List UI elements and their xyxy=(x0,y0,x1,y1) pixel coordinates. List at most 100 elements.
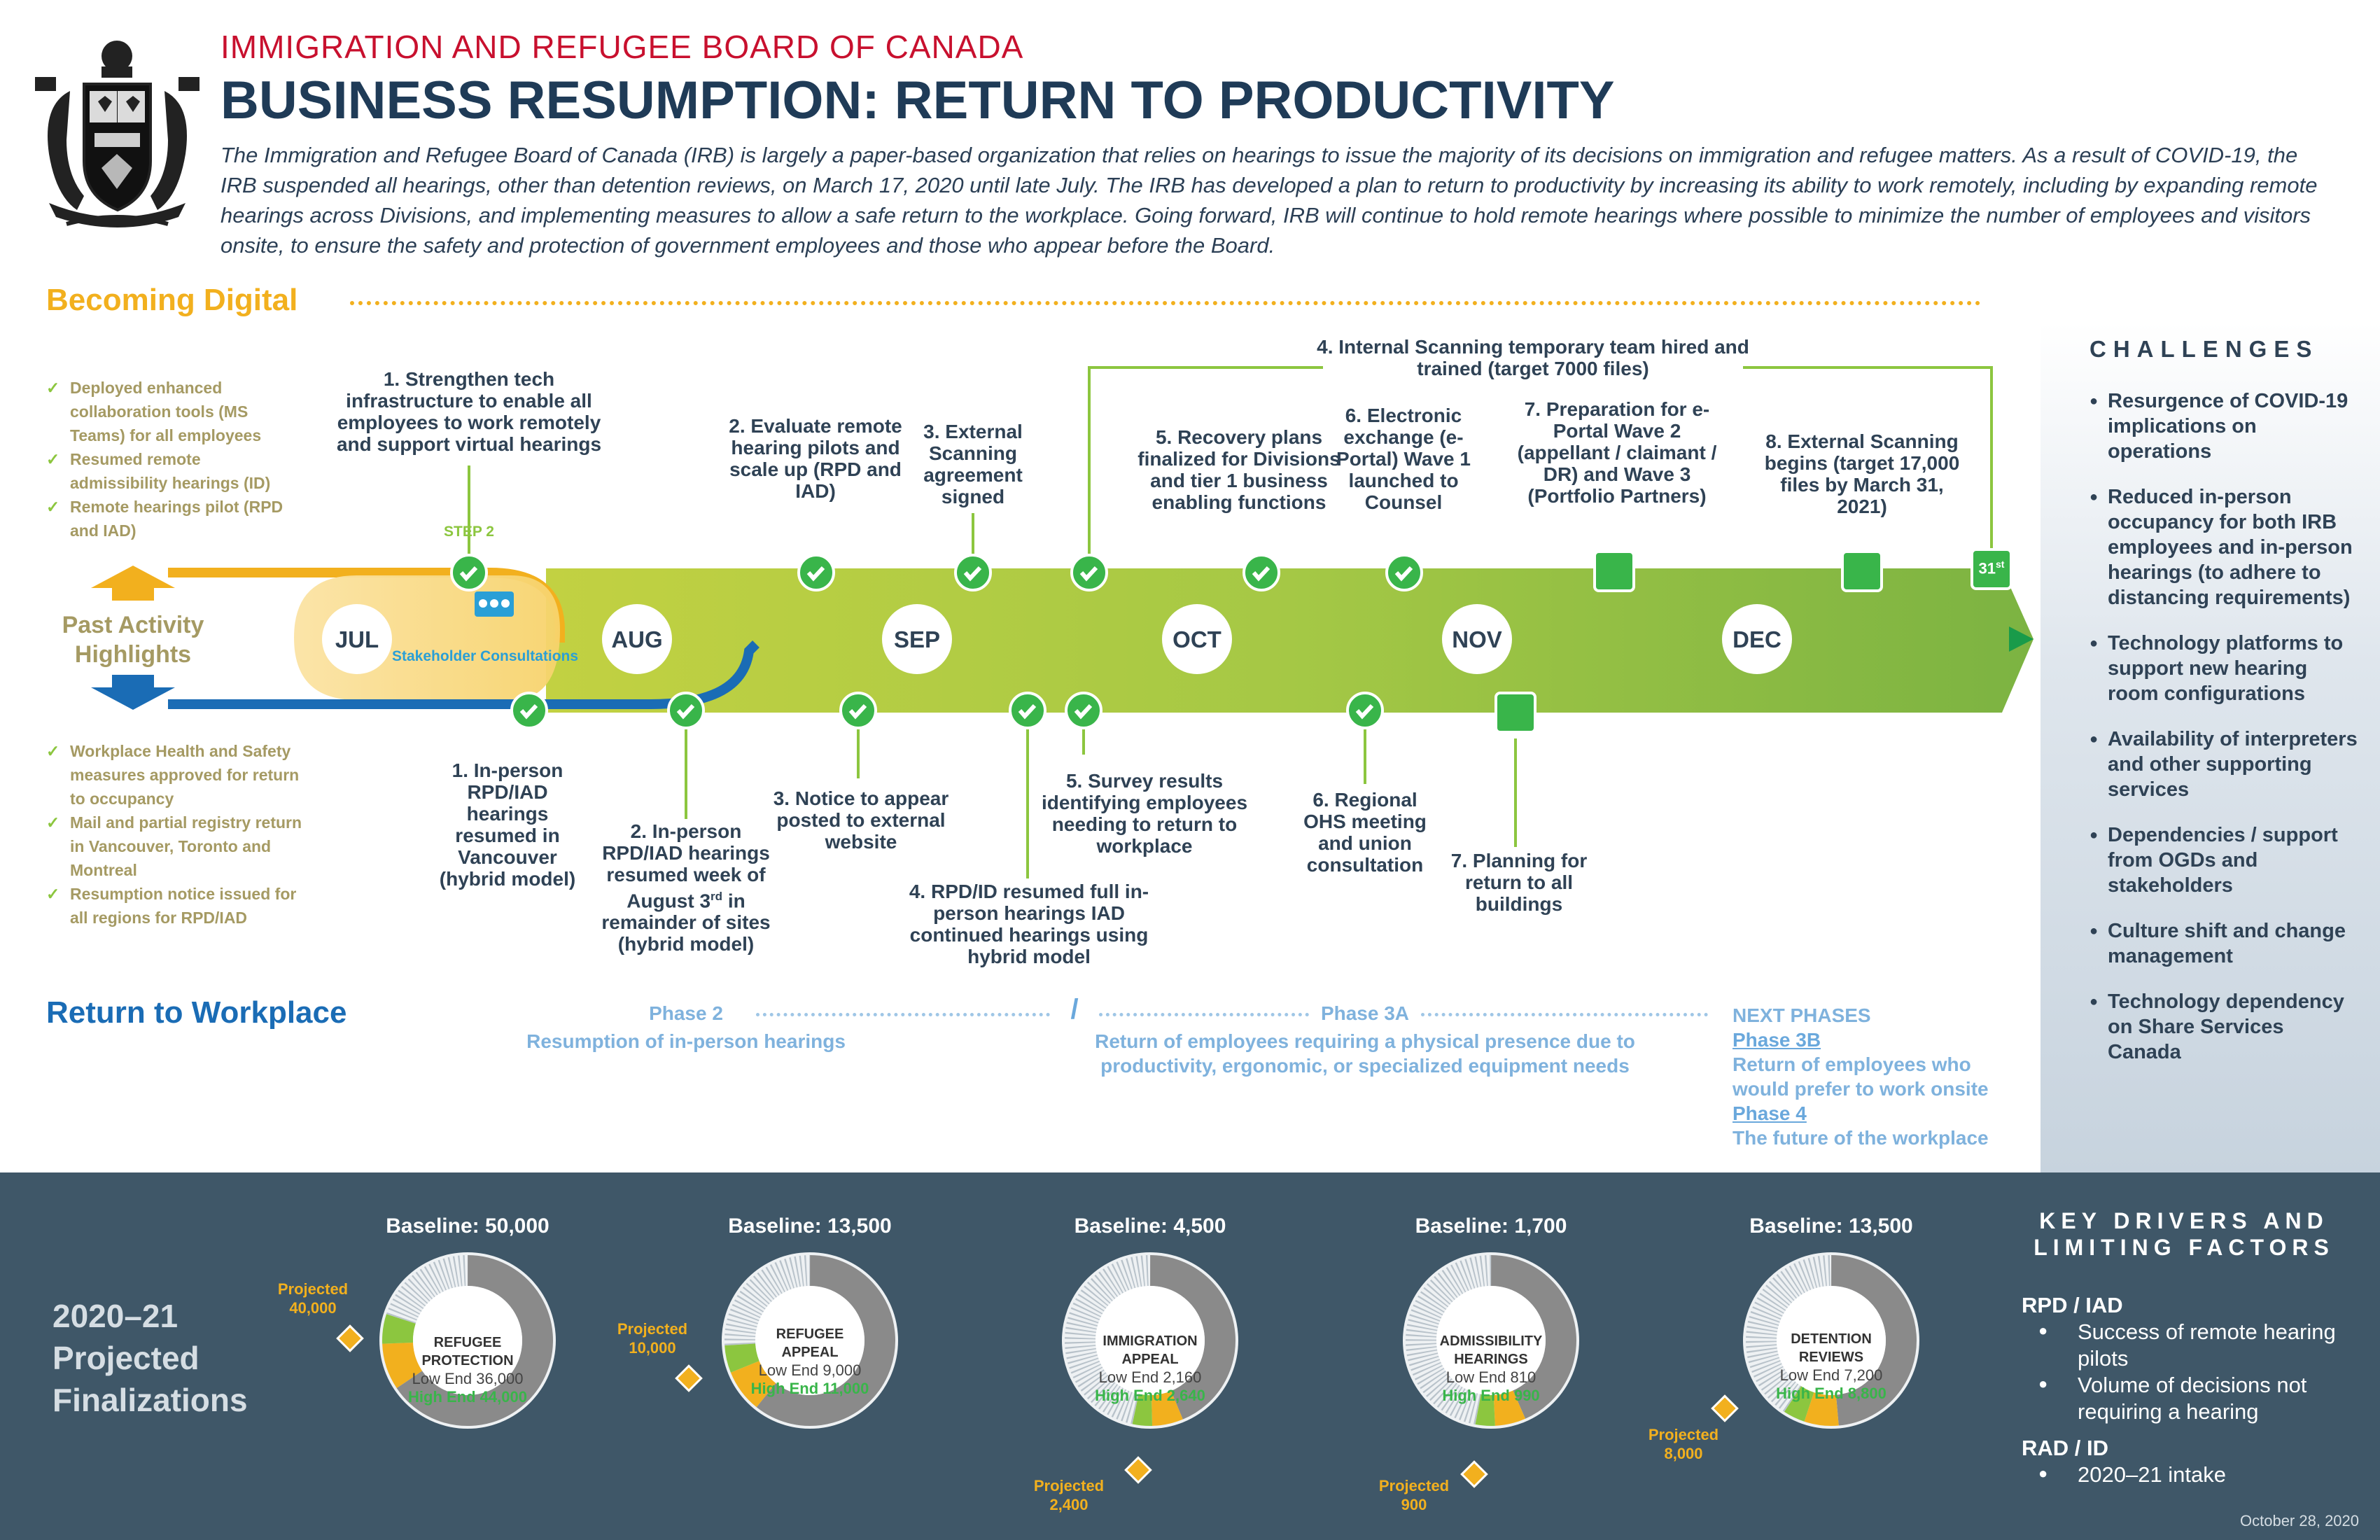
phase-3b-title: Phase 3B xyxy=(1732,1029,1821,1051)
donut-chart-detention-reviews xyxy=(1743,1252,1919,1429)
past-item: ✓Remote hearings pilot (RPD and IAD) xyxy=(46,495,284,542)
donut-range-low-arc xyxy=(1151,1390,1183,1426)
workplace-event-4: 4. RPD/ID resumed full in-person hearing… xyxy=(909,881,1149,967)
donut-chart-refugee-protection xyxy=(379,1252,556,1429)
rpd-iad-heading: RPD / IAD xyxy=(2022,1293,2123,1317)
challenge-item: Technology platforms to support new hear… xyxy=(2090,631,2362,706)
digital-event-8: 8. External Scanning begins (target 17,0… xyxy=(1764,430,1960,517)
past-activity-top-list: ✓Deployed enhanced collaboration tools (… xyxy=(46,376,284,542)
month-label-nov: NOV xyxy=(1452,626,1502,652)
donut-baseline: Baseline: 50,000 xyxy=(386,1214,550,1238)
month-label-oct: OCT xyxy=(1172,626,1222,652)
past-activity-label: Past Activity Highlights xyxy=(62,612,204,668)
donut-projected-arc xyxy=(756,1255,895,1426)
past-item: ✓Mail and partial registry return in Van… xyxy=(46,811,312,882)
down-arrow-icon xyxy=(91,675,175,710)
challenge-item: Culture shift and change management xyxy=(2090,918,2362,969)
workplace-event-1: 1. In-person RPD/IAD hearings resumed in… xyxy=(439,760,576,890)
phase-3a-dotted-line-left xyxy=(1099,1013,1309,1016)
coat-of-arms-logo xyxy=(28,28,206,238)
phase-3b-description: Return of employees who would prefer to … xyxy=(1732,1054,1989,1100)
donut-chart-refugee-appeal xyxy=(722,1252,898,1429)
challenge-item: Dependencies / support from OGDs and sta… xyxy=(2090,822,2362,898)
digital-event-7: 7. Preparation for e-Portal Wave 2 (appe… xyxy=(1517,398,1717,507)
month-label-jul: JUL xyxy=(335,626,379,652)
check-icon: ✓ xyxy=(46,450,60,468)
check-icon: ✓ xyxy=(46,379,60,397)
phase-2-dotted-line xyxy=(756,1013,1050,1016)
blue-path xyxy=(168,640,760,709)
finalizations-title: 2020–21 Projected Finalizations xyxy=(52,1298,248,1418)
bottom-check-markers xyxy=(510,692,1384,729)
donut-hole xyxy=(1436,1286,1546,1395)
phase-3a-title: Phase 3A xyxy=(1320,1002,1410,1024)
rad-id-heading: RAD / ID xyxy=(2022,1436,2108,1460)
month-label-sep: SEP xyxy=(893,626,941,652)
driver-item: 2020–21 intake xyxy=(2022,1460,2358,1488)
step-2-label: STEP 2 xyxy=(444,524,494,540)
top-square-markers xyxy=(1593,548,2012,592)
challenge-item: Reduced in-person occupancy for both IRB… xyxy=(2090,484,2362,610)
digital-dotted-line xyxy=(350,301,1981,305)
donut-range-low-arc xyxy=(382,1342,423,1388)
becoming-digital-heading: Becoming Digital xyxy=(46,283,298,317)
phase-4-title: Phase 4 xyxy=(1732,1102,1807,1124)
donut-range-low-arc xyxy=(1492,1390,1526,1426)
key-drivers-list: RPD / IAD Success of remote hearing pilo… xyxy=(2022,1288,2358,1488)
intro-paragraph: The Immigration and Refugee Board of Can… xyxy=(220,143,2318,258)
next-phases-title: NEXT PHASES xyxy=(1732,1004,1871,1026)
check-icon: ✓ xyxy=(46,813,60,832)
past-item: ✓Deployed enhanced collaboration tools (… xyxy=(46,376,284,447)
workplace-event-5: 5. Survey results identifying employees … xyxy=(1041,770,1248,857)
donut-chart-admissibility-hearings xyxy=(1403,1252,1579,1429)
workplace-event-3: 3. Notice to appear posted to external w… xyxy=(773,788,949,853)
workplace-event-7: 7. Planning for return to all buildings xyxy=(1450,850,1588,915)
donut-baseline: Baseline: 4,500 xyxy=(1074,1214,1226,1238)
donut-remainder-arc xyxy=(1406,1255,1492,1424)
check-icon: ✓ xyxy=(46,742,60,760)
phase-2-title: Phase 2 xyxy=(649,1002,723,1024)
donut-chart-immigration-appeal xyxy=(1062,1252,1238,1429)
donut-remainder-arc xyxy=(386,1255,468,1324)
digital-event-1: 1. Strengthen tech infrastructure to ena… xyxy=(336,368,602,455)
donut-baseline: Baseline: 13,500 xyxy=(728,1214,892,1238)
month-label-dec: DEC xyxy=(1732,626,1782,652)
phase-2-description: Resumption of in-person hearings xyxy=(526,1030,846,1052)
donut-range-high-arc xyxy=(382,1314,416,1344)
up-arrow-icon xyxy=(91,566,175,601)
past-item: ✓Resumed remote admissibility hearings (… xyxy=(46,447,284,495)
digital-event-4: 4. Internal Scanning temporary team hire… xyxy=(1317,336,1749,379)
donut-hole xyxy=(413,1286,522,1395)
digital-event-6: 6. Electronic exchange (e-Portal) Wave 1… xyxy=(1336,405,1471,513)
phase-divider: / xyxy=(1070,994,1079,1025)
challenge-item: Technology dependency on Share Services … xyxy=(2090,989,2362,1065)
workplace-event-6: 6. Regional OHS meeting and union consul… xyxy=(1303,789,1427,876)
phase-3a-description: Return of employees requiring a physical… xyxy=(1095,1030,1635,1077)
challenge-item: Resurgence of COVID-19 implications on o… xyxy=(2090,388,2362,464)
donut-range-high-arc xyxy=(1475,1394,1495,1426)
end-day-label: 31st xyxy=(1978,559,2005,578)
digital-event-3: 3. External Scanning agreement signed xyxy=(923,421,1023,507)
donut-remainder-arc xyxy=(1065,1255,1151,1424)
donut-hole xyxy=(1096,1286,1205,1395)
donut-baseline: Baseline: 1,700 xyxy=(1415,1214,1567,1238)
page-title: BUSINESS RESUMPTION: RETURN TO PRODUCTIV… xyxy=(220,71,1615,130)
donut-range-low-arc xyxy=(1804,1392,1839,1426)
date-stamp: October 28, 2020 xyxy=(2240,1512,2360,1530)
workplace-event-2: 2. In-person RPD/IAD hearings resumed we… xyxy=(601,820,771,955)
check-icon: ✓ xyxy=(46,885,60,903)
donut-hole xyxy=(1777,1286,1886,1395)
donut-projected-arc xyxy=(1149,1255,1236,1420)
digital-event-5: 5. Recovery plans finalized for Division… xyxy=(1138,426,1340,513)
check-icon: ✓ xyxy=(46,498,60,516)
organization-name: IMMIGRATION AND REFUGEE BOARD OF CANADA xyxy=(220,29,1024,65)
timeline-graphic xyxy=(91,366,2033,878)
